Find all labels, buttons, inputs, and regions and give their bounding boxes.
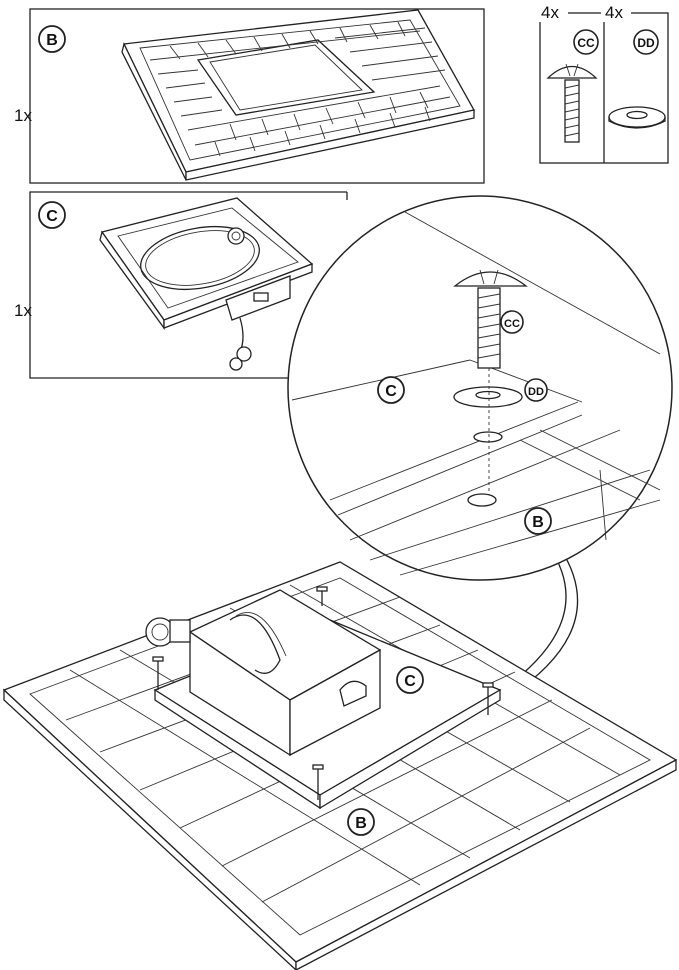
dd-letter: DD [637, 36, 655, 50]
part-b-badge: B [38, 25, 66, 53]
part-c-badge: C [38, 201, 66, 229]
assembly-screws [152, 586, 494, 800]
hardware-panel: 4x 4x CC DD [536, 2, 669, 164]
assembly-b-letter: B [355, 815, 367, 832]
part-b-quantity: 1x [14, 106, 32, 125]
part-c-letter: C [46, 208, 58, 225]
gas-valve-knob [145, 617, 191, 647]
control-box [188, 589, 382, 757]
screw-cc-icon [546, 63, 598, 143]
part-c-panel: C 1x [14, 191, 348, 379]
detail-washer-icon [453, 386, 523, 408]
part-b-frame [29, 8, 485, 184]
assembly-c-letter: C [404, 673, 416, 690]
detail-c-badge: C [377, 376, 405, 404]
tiled-frame-drawing [121, 9, 475, 181]
assembly-c-badge: C [396, 666, 424, 694]
detail-zoom-view: C CC DD B [287, 195, 673, 697]
cc-quantity: 4x [541, 3, 559, 22]
tile-joints [169, 21, 431, 157]
part-c-frame [29, 191, 348, 379]
detail-b-letter: B [532, 514, 544, 531]
cc-letter: CC [577, 36, 595, 50]
main-assembly: C B [2, 561, 678, 970]
part-c-quantity: 1x [14, 301, 32, 320]
detail-dd-letter: DD [528, 386, 544, 398]
burner-pan-drawing [99, 197, 314, 371]
detail-cc-letter: CC [504, 318, 520, 330]
detail-dd-badge: DD [524, 378, 548, 402]
detail-hole [473, 431, 503, 443]
detail-cc-badge: CC [500, 310, 524, 334]
washer-dd-icon [608, 106, 666, 129]
detail-hole-lower [467, 493, 497, 507]
cc-badge: CC [573, 29, 599, 55]
detail-lines [291, 211, 661, 576]
part-b-letter: B [46, 32, 58, 49]
part-b-panel: B 1x [14, 8, 485, 184]
outer-frame [2, 561, 678, 970]
detail-b-badge: B [524, 507, 552, 535]
assembly-b-badge: B [347, 808, 375, 836]
dd-badge: DD [633, 29, 659, 55]
dd-quantity: 4x [605, 3, 623, 22]
detail-c-letter: C [385, 383, 397, 400]
